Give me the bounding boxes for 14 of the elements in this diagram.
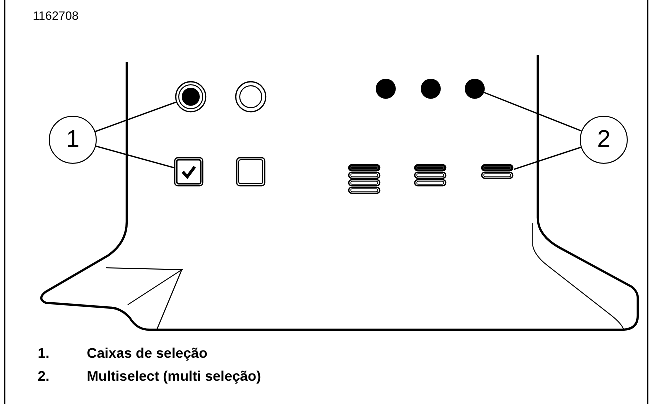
leader-line: [96, 146, 174, 168]
list-number: 2.: [38, 367, 50, 386]
figure-number: 1162708: [33, 8, 79, 25]
callout-number: 1: [49, 116, 97, 164]
leader-line: [484, 92, 582, 132]
radio-button-icon: [175, 81, 207, 113]
dot-icon: [465, 79, 485, 99]
list-item-text: Caixas de seleção: [87, 344, 208, 363]
leader-line: [514, 146, 582, 170]
list-item-text: Multiselect (multi seleção): [87, 367, 262, 386]
leader-line: [95, 102, 176, 132]
checkbox-icon: [174, 157, 204, 187]
list-number: 1.: [38, 344, 50, 363]
callout-number: 2: [580, 116, 628, 164]
